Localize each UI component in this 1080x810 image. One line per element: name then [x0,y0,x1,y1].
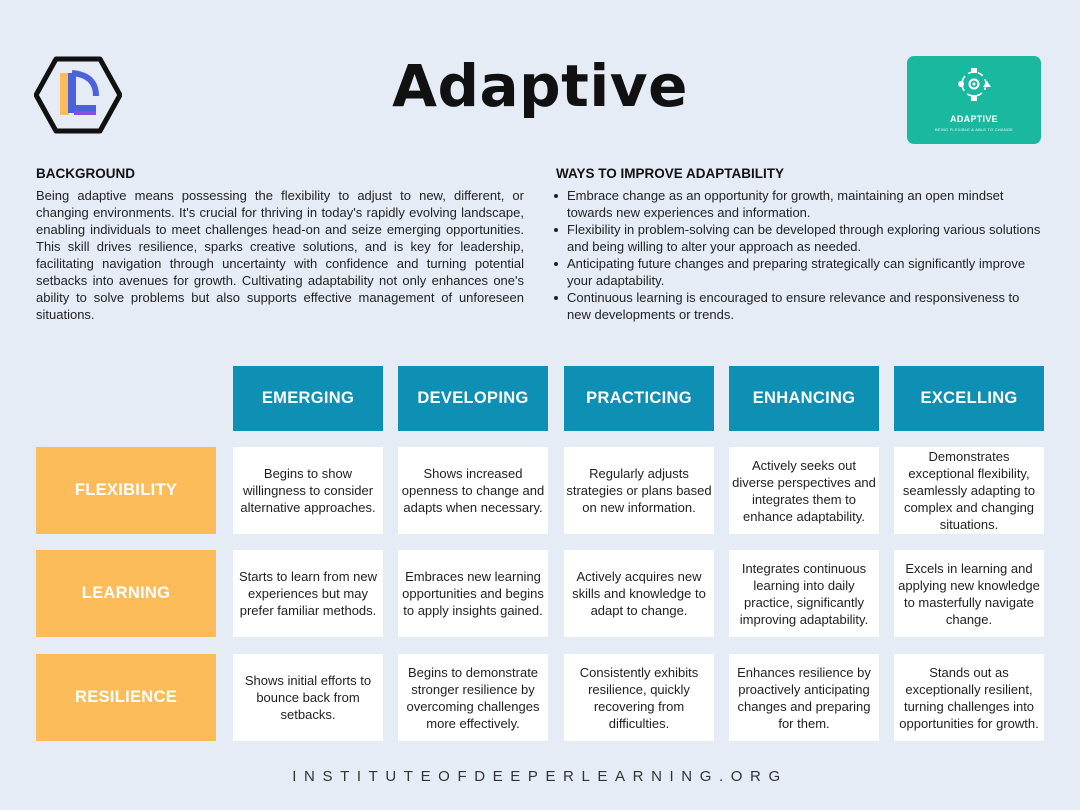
badge-title: ADAPTIVE [950,114,998,124]
table-cell: Consistently exhibits resilience, quickl… [564,654,714,741]
ways-heading: WAYS TO IMPROVE ADAPTABILITY [556,166,785,181]
column-header-enhancing: ENHANCING [729,366,879,431]
row-header-flexibility: FLEXIBILITY [36,447,216,534]
adaptive-badge: ADAPTIVE BEING FLEXIBLE & ABLE TO CHANGE [907,56,1041,144]
page-title: Adaptive [392,52,688,120]
table-cell: Shows increased openness to change and a… [398,447,548,534]
table-cell: Integrates continuous learning into dail… [729,550,879,637]
column-header-emerging: EMERGING [233,366,383,431]
background-text: Being adaptive means possessing the flex… [36,188,524,322]
row-header-learning: LEARNING [36,550,216,637]
column-header-practicing: PRACTICING [564,366,714,431]
table-cell: Actively seeks out diverse perspectives … [729,447,879,534]
institute-logo [33,56,123,134]
table-cell: Begins to show willingness to consider a… [233,447,383,534]
table-cell: Shows initial efforts to bounce back fro… [233,654,383,741]
table-cell: Enhances resilience by proactively antic… [729,654,879,741]
column-header-excelling: EXCELLING [894,366,1044,431]
list-item: Embrace change as an opportunity for gro… [554,187,1046,221]
table-cell: Begins to demonstrate stronger resilienc… [398,654,548,741]
list-item: Continuous learning is encouraged to ens… [554,289,1046,323]
table-cell: Demonstrates exceptional flexibility, se… [894,447,1044,534]
ways-list: Embrace change as an opportunity for gro… [554,187,1046,323]
row-header-resilience: RESILIENCE [36,654,216,741]
table-cell: Regularly adjusts strategies or plans ba… [564,447,714,534]
table-cell: Embraces new learning opportunities and … [398,550,548,637]
column-header-developing: DEVELOPING [398,366,548,431]
table-cell: Excels in learning and applying new know… [894,550,1044,637]
idl-hexagon-logo-icon [33,56,123,134]
list-item: Flexibility in problem-solving can be de… [554,221,1046,255]
table-cell: Stands out as exceptionally resilient, t… [894,654,1044,741]
list-item: Anticipating future changes and preparin… [554,255,1046,289]
table-cell: Actively acquires new skills and knowled… [564,550,714,637]
footer-url[interactable]: INSTITUTEOFDEEPERLEARNING.ORG [292,768,788,785]
badge-subtitle: BEING FLEXIBLE & ABLE TO CHANGE [934,127,1014,132]
background-heading: BACKGROUND [36,166,135,181]
table-cell: Starts to learn from new experiences but… [233,550,383,637]
adapt-cycle-icon [958,68,991,101]
